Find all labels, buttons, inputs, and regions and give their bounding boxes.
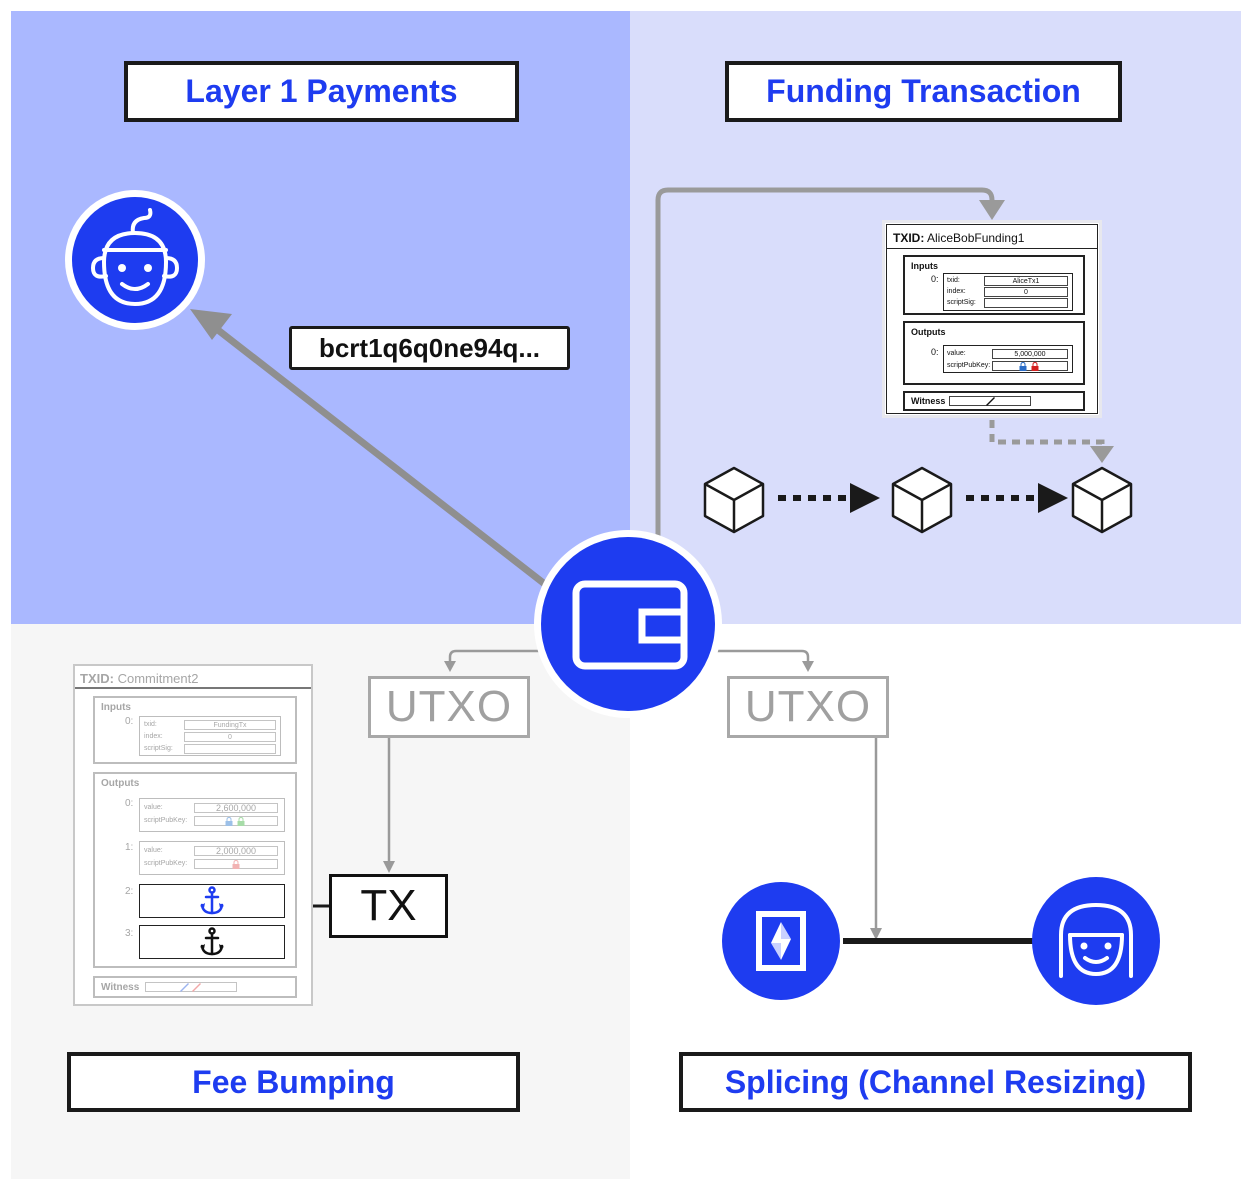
- user-avatar-icon: [65, 190, 205, 330]
- index-field-label: index:: [144, 733, 163, 740]
- block-cube-icon: [703, 466, 765, 534]
- payment-arrow-line: [215, 327, 558, 595]
- output-0-fields: value: 2,600,000 scriptPubKey:: [139, 798, 285, 832]
- utxo-box-left: UTXO: [368, 676, 530, 738]
- txid-field-value: AliceTx1: [984, 276, 1068, 286]
- value-field-value: 2,000,000: [194, 846, 278, 856]
- utxo-right-arrowhead: [802, 661, 814, 672]
- commitment-txid: Commitment2: [117, 671, 199, 686]
- output-3-index: 3:: [125, 928, 134, 939]
- output-fields: value: 5,000,000 scriptPubKey:: [943, 345, 1073, 373]
- utxo-box-right: UTXO: [727, 676, 889, 738]
- output-index: 0:: [931, 347, 939, 357]
- funding-transaction-title: Funding Transaction: [725, 61, 1122, 122]
- signature-pen-icon: [180, 982, 201, 992]
- witness-section: Witness: [903, 391, 1085, 411]
- utxo-to-channel-arrowhead: [870, 928, 882, 940]
- chain-arrowhead-1: [850, 483, 880, 513]
- output-1-fields: value: 2,000,000 scriptPubKey:: [139, 841, 285, 875]
- index-field-value: 0: [184, 732, 276, 742]
- value-field-value: 2,600,000: [194, 803, 278, 813]
- lock-icon: [225, 816, 245, 826]
- utxo-left-arrowhead: [444, 661, 456, 672]
- inputs-section: Inputs 0: txid: FundingTx index: 0 scrip…: [93, 696, 297, 764]
- anchor-output-black: [139, 925, 285, 959]
- anchor-icon: [200, 886, 224, 915]
- anchor-icon: [200, 927, 224, 956]
- funding-tx-card: TXID: AliceBobFunding1 Inputs 0: txid: A…: [882, 220, 1102, 418]
- value-field-label: value:: [144, 804, 163, 811]
- witness-field-value: [949, 396, 1031, 406]
- block-cube-icon: [1071, 466, 1133, 534]
- funding-txid: AliceBobFunding1: [927, 231, 1025, 245]
- txid-field-value: FundingTx: [184, 720, 276, 730]
- wallet-icon: [534, 530, 722, 718]
- input-index: 0:: [931, 274, 939, 284]
- outputs-section: Outputs 0: value: 5,000,000 scriptPubKey…: [903, 321, 1085, 385]
- spk-field-label: scriptPubKey:: [144, 817, 188, 824]
- input-fields: txid: AliceTx1 index: 0 scriptSig:: [943, 273, 1073, 311]
- utxo-left-arrow-line: [448, 649, 545, 662]
- inputs-title: Inputs: [911, 261, 938, 271]
- commitment-tx-card: TXID: Commitment2 Inputs 0: txid: Fundin…: [73, 664, 313, 1006]
- value-field-label: value:: [144, 847, 163, 854]
- txid-prefix: TXID:: [80, 671, 114, 686]
- value-field-label: value:: [947, 350, 966, 357]
- index-field-value: 0: [984, 287, 1068, 297]
- funding-arrowhead: [979, 200, 1005, 220]
- confirm-dotted-line: [989, 420, 1105, 448]
- witness-title: Witness: [911, 396, 946, 406]
- block-cube-icon: [891, 466, 953, 534]
- output-1-index: 1:: [125, 842, 134, 853]
- witness-section: Witness: [93, 976, 297, 998]
- txid-field-label: txid:: [144, 721, 157, 728]
- scriptsig-field-value: [984, 298, 1068, 308]
- scriptsig-field-value: [184, 744, 276, 754]
- spk-field-label: scriptPubKey:: [144, 860, 188, 867]
- outputs-section: Outputs 0: value: 2,600,000 scriptPubKey…: [93, 772, 297, 968]
- txid-prefix: TXID:: [893, 231, 925, 245]
- outputs-title: Outputs: [911, 327, 946, 337]
- signature-pen-icon: [986, 396, 995, 406]
- txid-field-label: txid:: [947, 277, 960, 284]
- confirm-arrowhead: [1090, 446, 1114, 463]
- inputs-section: Inputs 0: txid: AliceTx1 index: 0 script…: [903, 255, 1085, 315]
- spk-field-value: [194, 816, 278, 826]
- funding-txid-line: TXID: AliceBobFunding1: [893, 231, 1024, 245]
- funding-arrow-line: [655, 187, 995, 540]
- spk-field-value: [992, 361, 1068, 371]
- tx-box: TX: [329, 874, 448, 938]
- input-index: 0:: [125, 716, 134, 727]
- scriptsig-field-label: scriptSig:: [947, 299, 976, 306]
- index-field-label: index:: [947, 288, 966, 295]
- inputs-title: Inputs: [101, 702, 131, 713]
- value-field-value: 5,000,000: [992, 349, 1068, 359]
- witness-title: Witness: [101, 982, 140, 993]
- lock-icon: [1019, 361, 1039, 371]
- layer1-payments-title: Layer 1 Payments: [124, 61, 519, 122]
- payment-arrowhead: [190, 309, 232, 340]
- splicing-title: Splicing (Channel Resizing): [679, 1052, 1192, 1112]
- lock-icon: [232, 859, 240, 869]
- commitment-txid-line: TXID: Commitment2: [80, 671, 199, 686]
- witness-field-value: [145, 982, 237, 992]
- spk-field-value: [194, 859, 278, 869]
- peer-avatar-icon: [1032, 877, 1160, 1005]
- input-fields: txid: FundingTx index: 0 scriptSig:: [139, 716, 281, 756]
- outputs-title: Outputs: [101, 778, 140, 789]
- scriptsig-field-label: scriptSig:: [144, 745, 173, 752]
- output-2-index: 2:: [125, 886, 134, 897]
- utxo-to-tx-arrowhead: [383, 861, 395, 873]
- spk-field-label: scriptPubKey:: [947, 362, 991, 369]
- chain-arrowhead-2: [1038, 483, 1068, 513]
- utxo-right-arrow-line: [712, 649, 810, 662]
- fee-bumping-title: Fee Bumping: [67, 1052, 520, 1112]
- bitcoin-address-label: bcrt1q6q0ne94q...: [289, 326, 570, 370]
- output-0-index: 0:: [125, 798, 134, 809]
- lightning-node-icon: [722, 882, 840, 1000]
- anchor-output-blue: [139, 884, 285, 918]
